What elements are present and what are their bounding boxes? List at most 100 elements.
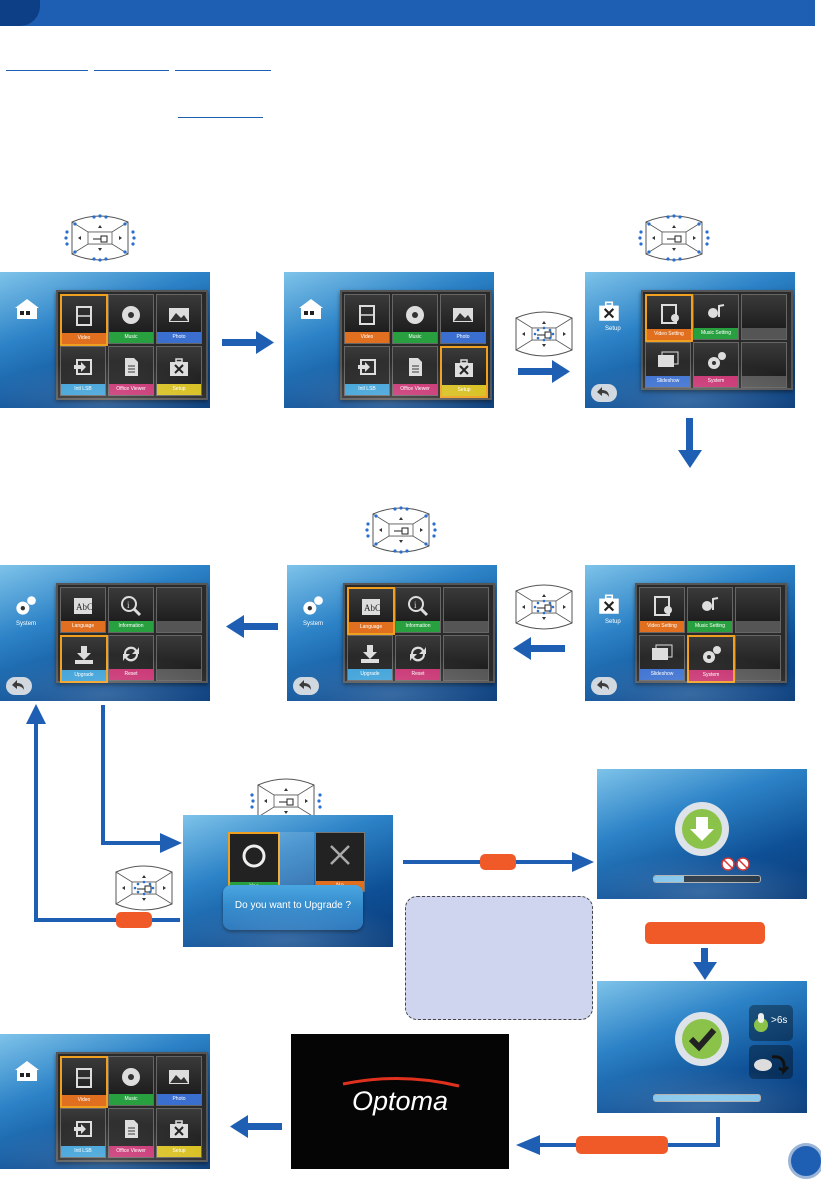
- tile-slideshow[interactable]: Slideshow: [645, 342, 691, 388]
- orange-label-bar: [645, 922, 765, 944]
- tile-setup[interactable]: Setup: [156, 1108, 202, 1158]
- back-arrow-icon: [299, 680, 311, 690]
- tile-video-setting[interactable]: Video Setting: [639, 587, 685, 633]
- tile-input[interactable]: Intl LSB: [60, 1108, 106, 1158]
- back-button[interactable]: [6, 677, 32, 695]
- orange-label-pill: [116, 912, 152, 928]
- back-arrow-icon: [12, 680, 24, 690]
- tile-office-viewer[interactable]: Office Viewer: [108, 346, 154, 396]
- tile-reset[interactable]: Reset: [108, 635, 154, 681]
- home-icon: [15, 299, 39, 319]
- tile-label: Language: [61, 621, 105, 632]
- tile-music[interactable]: Music: [392, 294, 438, 344]
- tile-music-setting[interactable]: Music Setting: [687, 587, 733, 633]
- tile-empty: [156, 635, 202, 681]
- gears-icon: [703, 646, 721, 664]
- disc-icon: [406, 306, 424, 325]
- remote-ok-icon: [115, 865, 173, 911]
- toolbox-icon: [599, 594, 619, 614]
- tile-reset[interactable]: Reset: [395, 635, 441, 681]
- tile-upgrade[interactable]: Upgrade: [347, 635, 393, 681]
- tile-label: [157, 621, 201, 632]
- upgrading-screen: [597, 769, 807, 899]
- tile-video[interactable]: Video: [344, 294, 390, 344]
- tile-label: [742, 376, 786, 387]
- arrow-right: [222, 331, 274, 354]
- tile-label: [736, 621, 780, 632]
- input-icon: [74, 359, 92, 376]
- tile-music[interactable]: Music: [108, 294, 154, 344]
- svg-text:i: i: [414, 600, 417, 610]
- tile-label: Video: [62, 1095, 106, 1106]
- slideshow-icon: [652, 644, 673, 661]
- tile-label: Information: [109, 621, 153, 632]
- tile-music-setting[interactable]: Music Setting: [693, 294, 739, 340]
- tile-setup[interactable]: Setup: [156, 346, 202, 396]
- underline: [94, 70, 169, 71]
- side-label: Setup: [605, 619, 621, 625]
- tile-label: Music Setting: [688, 621, 732, 632]
- remote-all-keys-icon: [365, 506, 437, 554]
- back-button[interactable]: [591, 384, 617, 402]
- tile-language[interactable]: AbC Language: [60, 587, 106, 633]
- brand-name: Optoma: [351, 1086, 449, 1116]
- arrow-down: [678, 418, 702, 468]
- tile-video[interactable]: Video: [60, 1056, 108, 1108]
- tile-label: Intl LSB: [61, 1146, 105, 1157]
- tile-photo[interactable]: Photo: [156, 1056, 202, 1106]
- tile-system[interactable]: System: [693, 342, 739, 388]
- download-icon: [75, 646, 93, 665]
- progress-bar: [653, 875, 761, 883]
- tile-setup[interactable]: Setup: [440, 346, 488, 398]
- document-icon: [409, 358, 422, 377]
- back-button[interactable]: [591, 677, 617, 695]
- arrow-head-left: [516, 1135, 540, 1155]
- menu-grid: Video Music Photo Intl LSB Office Viewer…: [56, 290, 208, 400]
- arrow-left: [513, 637, 565, 660]
- tile-office-viewer[interactable]: Office Viewer: [108, 1108, 154, 1158]
- no-button[interactable]: No: [315, 832, 365, 892]
- tile-photo[interactable]: Photo: [440, 294, 486, 344]
- tile-input[interactable]: Intl LSB: [344, 346, 390, 396]
- picture-icon: [169, 1070, 189, 1085]
- tile-label: System: [694, 376, 738, 387]
- tile-label: Video Setting: [647, 329, 691, 340]
- back-button[interactable]: [293, 677, 319, 695]
- underline: [175, 70, 271, 71]
- connector-line: [101, 705, 105, 845]
- tile-photo[interactable]: Photo: [156, 294, 202, 344]
- tile-video[interactable]: Video: [60, 294, 108, 346]
- remote-ok-icon: [515, 584, 573, 630]
- main-menu-screen: Video Music Photo Intl LSB Office Viewer…: [0, 272, 210, 408]
- tile-label: [736, 669, 780, 680]
- menu-grid: Video Setting Music Setting Slideshow Sy…: [635, 583, 787, 683]
- arrow-left: [226, 615, 278, 638]
- film-icon: [359, 305, 375, 326]
- tile-empty: [156, 587, 202, 633]
- underline: [6, 70, 88, 71]
- tile-label: Setup: [157, 1146, 201, 1157]
- tile-upgrade[interactable]: Upgrade: [60, 635, 108, 683]
- remote-all-keys-icon: [638, 214, 710, 262]
- language-icon: AbC: [362, 599, 381, 616]
- tile-system[interactable]: System: [687, 635, 735, 683]
- picture-icon: [453, 308, 473, 323]
- tile-empty: [443, 635, 489, 681]
- tile-music[interactable]: Music: [108, 1056, 154, 1106]
- tile-label: Music: [393, 332, 437, 343]
- toolbox-icon: [455, 359, 473, 378]
- tile-label: Photo: [441, 332, 485, 343]
- tile-video-setting[interactable]: Video Setting: [645, 294, 693, 342]
- side-label: System: [16, 621, 37, 627]
- optoma-logo-swoosh: [342, 1076, 460, 1088]
- svg-text:AbC: AbC: [76, 602, 93, 612]
- tile-office-viewer[interactable]: Office Viewer: [392, 346, 438, 396]
- tile-input[interactable]: Intl LSB: [60, 346, 106, 396]
- arrow-head-right: [160, 833, 182, 853]
- tile-slideshow[interactable]: Slideshow: [639, 635, 685, 681]
